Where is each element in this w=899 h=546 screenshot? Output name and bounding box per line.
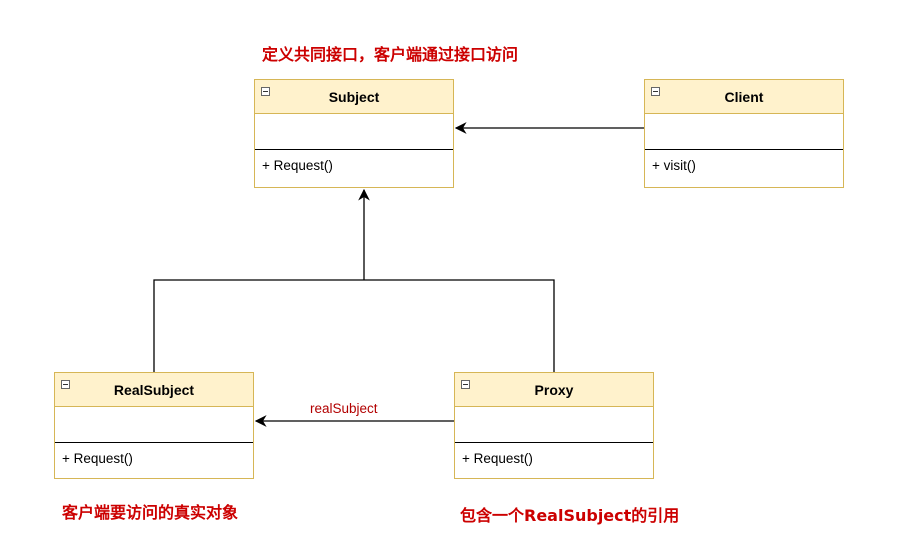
collapse-icon[interactable] xyxy=(461,380,470,389)
client-header: Client xyxy=(645,80,843,114)
collapse-icon[interactable] xyxy=(651,87,660,96)
subject-attributes xyxy=(255,114,453,150)
proxy-header: Proxy xyxy=(455,373,653,407)
subject-header: Subject xyxy=(255,80,453,114)
client-title: Client xyxy=(724,89,764,105)
collapse-icon[interactable] xyxy=(261,87,270,96)
realsubject-attributes xyxy=(55,407,253,443)
realsubject-method: + Request() xyxy=(62,451,133,466)
realsubject-class[interactable]: RealSubject + Request() xyxy=(54,372,254,479)
proxy-attributes xyxy=(455,407,653,443)
proxy-method: + Request() xyxy=(462,451,533,466)
subject-class[interactable]: Subject + Request() xyxy=(254,79,454,188)
realsubject-note: 客户端要访问的真实对象 xyxy=(62,503,239,522)
client-class[interactable]: Client + visit() xyxy=(644,79,844,188)
realsubject-header: RealSubject xyxy=(55,373,253,407)
realsubject-edge-label: realSubject xyxy=(310,401,378,416)
client-attributes xyxy=(645,114,843,150)
realsubject-inheritance-line xyxy=(153,279,555,372)
realsubject-title: RealSubject xyxy=(113,382,195,398)
collapse-icon[interactable] xyxy=(61,380,70,389)
subject-title: Subject xyxy=(328,89,380,105)
subject-note: 定义共同接口，客户端通过接口访问 xyxy=(262,45,519,64)
proxy-title: Proxy xyxy=(534,382,574,398)
client-method: + visit() xyxy=(652,158,696,173)
proxy-note: 包含一个RealSubject的引用 xyxy=(460,506,680,525)
subject-method: + Request() xyxy=(262,158,333,173)
proxy-class[interactable]: Proxy + Request() xyxy=(454,372,654,479)
